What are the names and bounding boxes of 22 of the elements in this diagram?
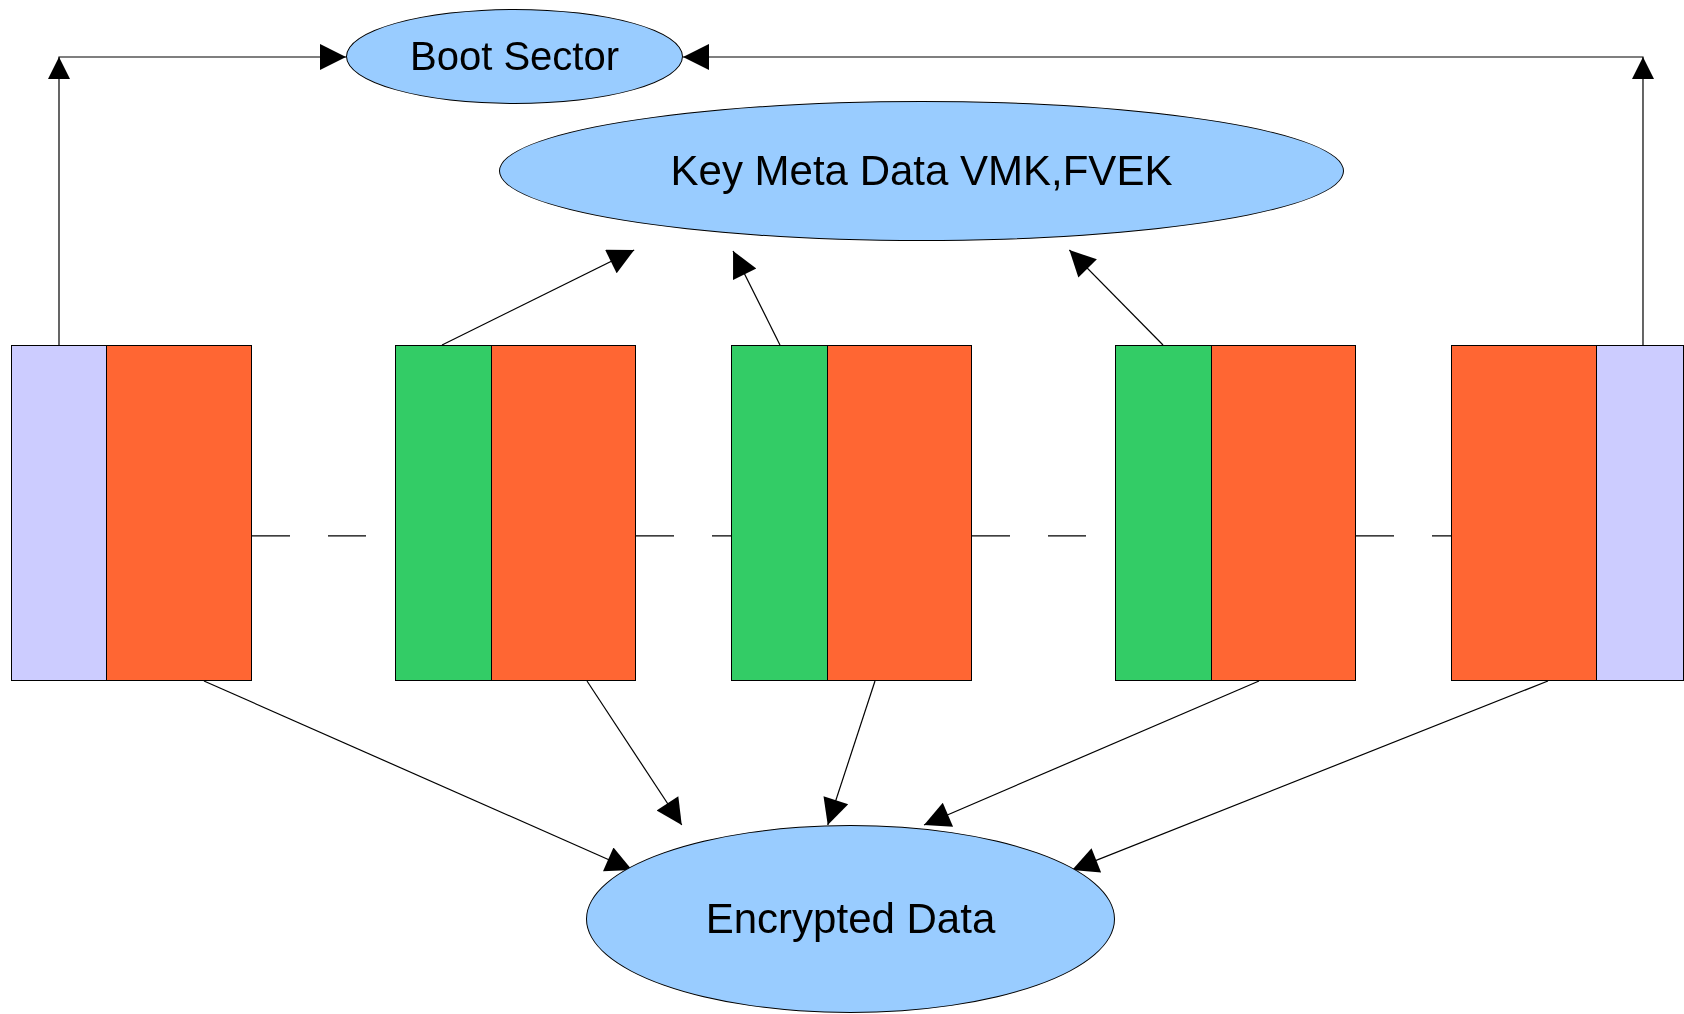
sector-block: [827, 345, 972, 681]
sector-block: [1596, 345, 1684, 681]
sector-block: [1115, 345, 1212, 681]
node-label: Boot Sector: [410, 34, 619, 79]
sector-block: [491, 345, 636, 681]
sector-block: [395, 345, 492, 681]
arrow: [682, 44, 1654, 346]
arrow: [48, 44, 347, 346]
arrow: [1068, 249, 1164, 346]
arrow: [823, 680, 876, 826]
sector-block: [11, 345, 107, 681]
sector-block: [1211, 345, 1356, 681]
sector-block: [731, 345, 828, 681]
node-label: Key Meta Data VMK,FVEK: [670, 147, 1173, 195]
node-label: Encrypted Data: [705, 895, 996, 943]
arrow: [441, 249, 635, 346]
sector-block: [1451, 345, 1597, 681]
arrow: [923, 680, 1260, 827]
arrow: [732, 250, 781, 346]
sector-block: [106, 345, 252, 681]
arrow: [1071, 680, 1549, 873]
arrow: [586, 680, 683, 826]
